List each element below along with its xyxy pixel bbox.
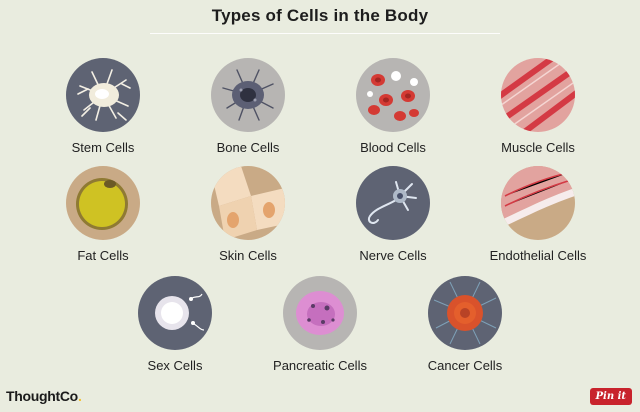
pancreatic-cell-icon — [283, 276, 357, 350]
stem-cell-icon — [66, 58, 140, 132]
cell-label: Nerve Cells — [359, 248, 427, 263]
cell-item-sex: Sex Cells — [95, 276, 255, 373]
bone-cell-icon — [211, 58, 285, 132]
pin-it-button[interactable]: Pin it — [589, 388, 632, 405]
cell-label: Muscle Cells — [501, 140, 575, 155]
cell-label: Skin Cells — [219, 248, 277, 263]
cell-item-nerve: Nerve Cells — [313, 166, 473, 263]
cell-item-cancer: Cancer Cells — [385, 276, 545, 373]
brand-logo: ThoughtCo. — [6, 388, 82, 404]
cell-item-bone: Bone Cells — [168, 58, 328, 155]
cell-label: Endothelial Cells — [489, 248, 587, 263]
muscle-cell-icon — [501, 58, 575, 132]
blood-cell-icon — [356, 58, 430, 132]
title-divider — [150, 33, 500, 34]
brand-dot: . — [77, 388, 82, 404]
skin-cell-icon — [211, 166, 285, 240]
sex-cell-icon — [138, 276, 212, 350]
cell-label: Sex Cells — [147, 358, 203, 373]
cancer-cell-icon — [428, 276, 502, 350]
cell-label: Pancreatic Cells — [273, 358, 367, 373]
cell-label: Bone Cells — [216, 140, 280, 155]
brand-suffix: Co — [59, 388, 78, 404]
cell-label: Stem Cells — [71, 140, 135, 155]
cell-item-stem: Stem Cells — [23, 58, 183, 155]
brand-name: Thought — [6, 388, 60, 404]
endothelial-cell-icon — [501, 166, 575, 240]
cell-label: Fat Cells — [77, 248, 129, 263]
page-title: Types of Cells in the Body — [211, 6, 429, 25]
nerve-cell-icon — [356, 166, 430, 240]
cell-item-pancreatic: Pancreatic Cells — [240, 276, 400, 373]
cell-item-endothelial: Endothelial Cells — [458, 166, 618, 263]
cell-label: Blood Cells — [360, 140, 426, 155]
cell-item-skin: Skin Cells — [168, 166, 328, 263]
cell-label: Cancer Cells — [427, 358, 503, 373]
cell-item-muscle: Muscle Cells — [458, 58, 618, 155]
cell-item-fat: Fat Cells — [23, 166, 183, 263]
cell-item-blood: Blood Cells — [313, 58, 473, 155]
fat-cell-icon — [66, 166, 140, 240]
